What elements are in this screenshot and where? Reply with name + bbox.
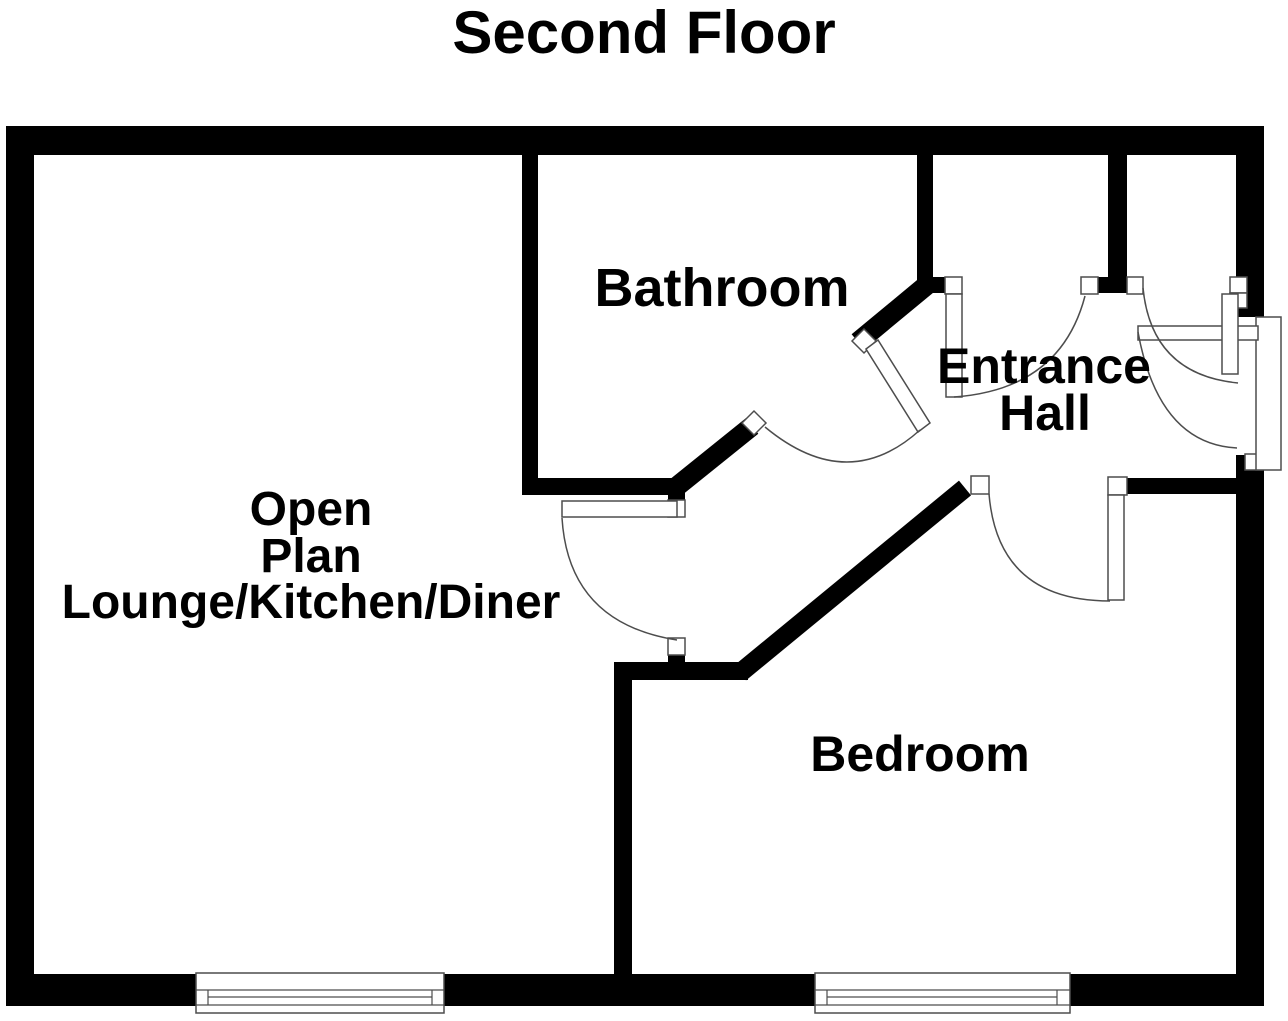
- wall-hall-bedroom-diagonal: [733, 480, 972, 681]
- bathroom-door-leaf: [864, 338, 932, 434]
- wall-closet-divider-cap: [1098, 277, 1127, 293]
- wall-bedroom-top: [1127, 478, 1264, 494]
- right-closet-door-leaf: [1221, 293, 1239, 375]
- wall-bathroom-diagonal-lower: [663, 418, 759, 500]
- bedroom-label: Bedroom: [810, 726, 1029, 782]
- right-closet-door-jamb-left: [1126, 276, 1144, 295]
- hall-closet-door-swing-arc: [953, 295, 1086, 398]
- wall-openplan-bedroom: [614, 662, 632, 974]
- bedroom-door-jamb-left: [970, 475, 990, 495]
- right-closet-door: [1126, 276, 1239, 384]
- hall-closet-door: [944, 276, 1099, 398]
- open-plan-label-line2: Plan: [260, 530, 361, 583]
- front-door-leaf-closed: [1255, 316, 1282, 471]
- bathroom-door-jamb-lower: [740, 409, 768, 437]
- wall-stub-below-openplan-door: [668, 655, 685, 663]
- open-plan-label-line1: Open: [250, 483, 373, 536]
- wall-bathroom-hall: [917, 150, 933, 277]
- wall-bathroom-hall-cap: [917, 277, 945, 293]
- openplan-window: [195, 972, 445, 1014]
- bedroom-door: [970, 475, 1128, 602]
- bedroom-door-jamb-right: [1107, 476, 1128, 496]
- openplan-door: [561, 499, 686, 656]
- bathroom-door: [740, 327, 932, 463]
- bedroom-door-leaf: [1107, 494, 1125, 601]
- outer-wall-top: [6, 126, 1264, 155]
- front-door-swing-arc: [1137, 331, 1238, 449]
- entrance-hall-label-line1: Entrance: [937, 338, 1151, 394]
- bedroom-door-swing-arc: [988, 493, 1111, 602]
- wall-closet-divider: [1108, 150, 1127, 277]
- bedroom-window: [814, 972, 1071, 1014]
- wall-openplan-bathroom: [522, 150, 538, 495]
- hall-closet-door-jamb-right: [1080, 276, 1099, 295]
- outer-wall-left: [6, 126, 34, 1006]
- open-plan-label-line3: Lounge/Kitchen/Diner: [62, 576, 561, 629]
- outer-wall-right: [1236, 126, 1264, 1006]
- wall-bathroom-bottom: [522, 478, 685, 495]
- room-labels: Bathroom Entrance Hall Open Plan Lounge/…: [62, 258, 1151, 782]
- openplan-door-jamb-bottom: [667, 637, 686, 656]
- wall-hall-lower: [616, 662, 748, 680]
- right-closet-door-swing-arc: [1142, 287, 1239, 384]
- openplan-door-swing-arc: [561, 517, 678, 641]
- interior-walls: [522, 150, 1264, 974]
- bathroom-door-swing-arc: [764, 426, 921, 463]
- openplan-window-frame: [195, 972, 445, 1014]
- bathroom-label: Bathroom: [595, 258, 850, 318]
- hall-closet-door-jamb-left: [944, 276, 963, 295]
- front-door-jamb-upper-a: [1229, 276, 1248, 294]
- openplan-door-leaf: [561, 500, 678, 518]
- entrance-hall-label-line2: Hall: [999, 385, 1091, 441]
- bedroom-window-frame: [814, 972, 1071, 1014]
- wall-bathroom-diagonal-upper: [851, 276, 935, 350]
- outer-wall-bottom: [6, 974, 1264, 1006]
- floor-title: Second Floor: [452, 0, 835, 66]
